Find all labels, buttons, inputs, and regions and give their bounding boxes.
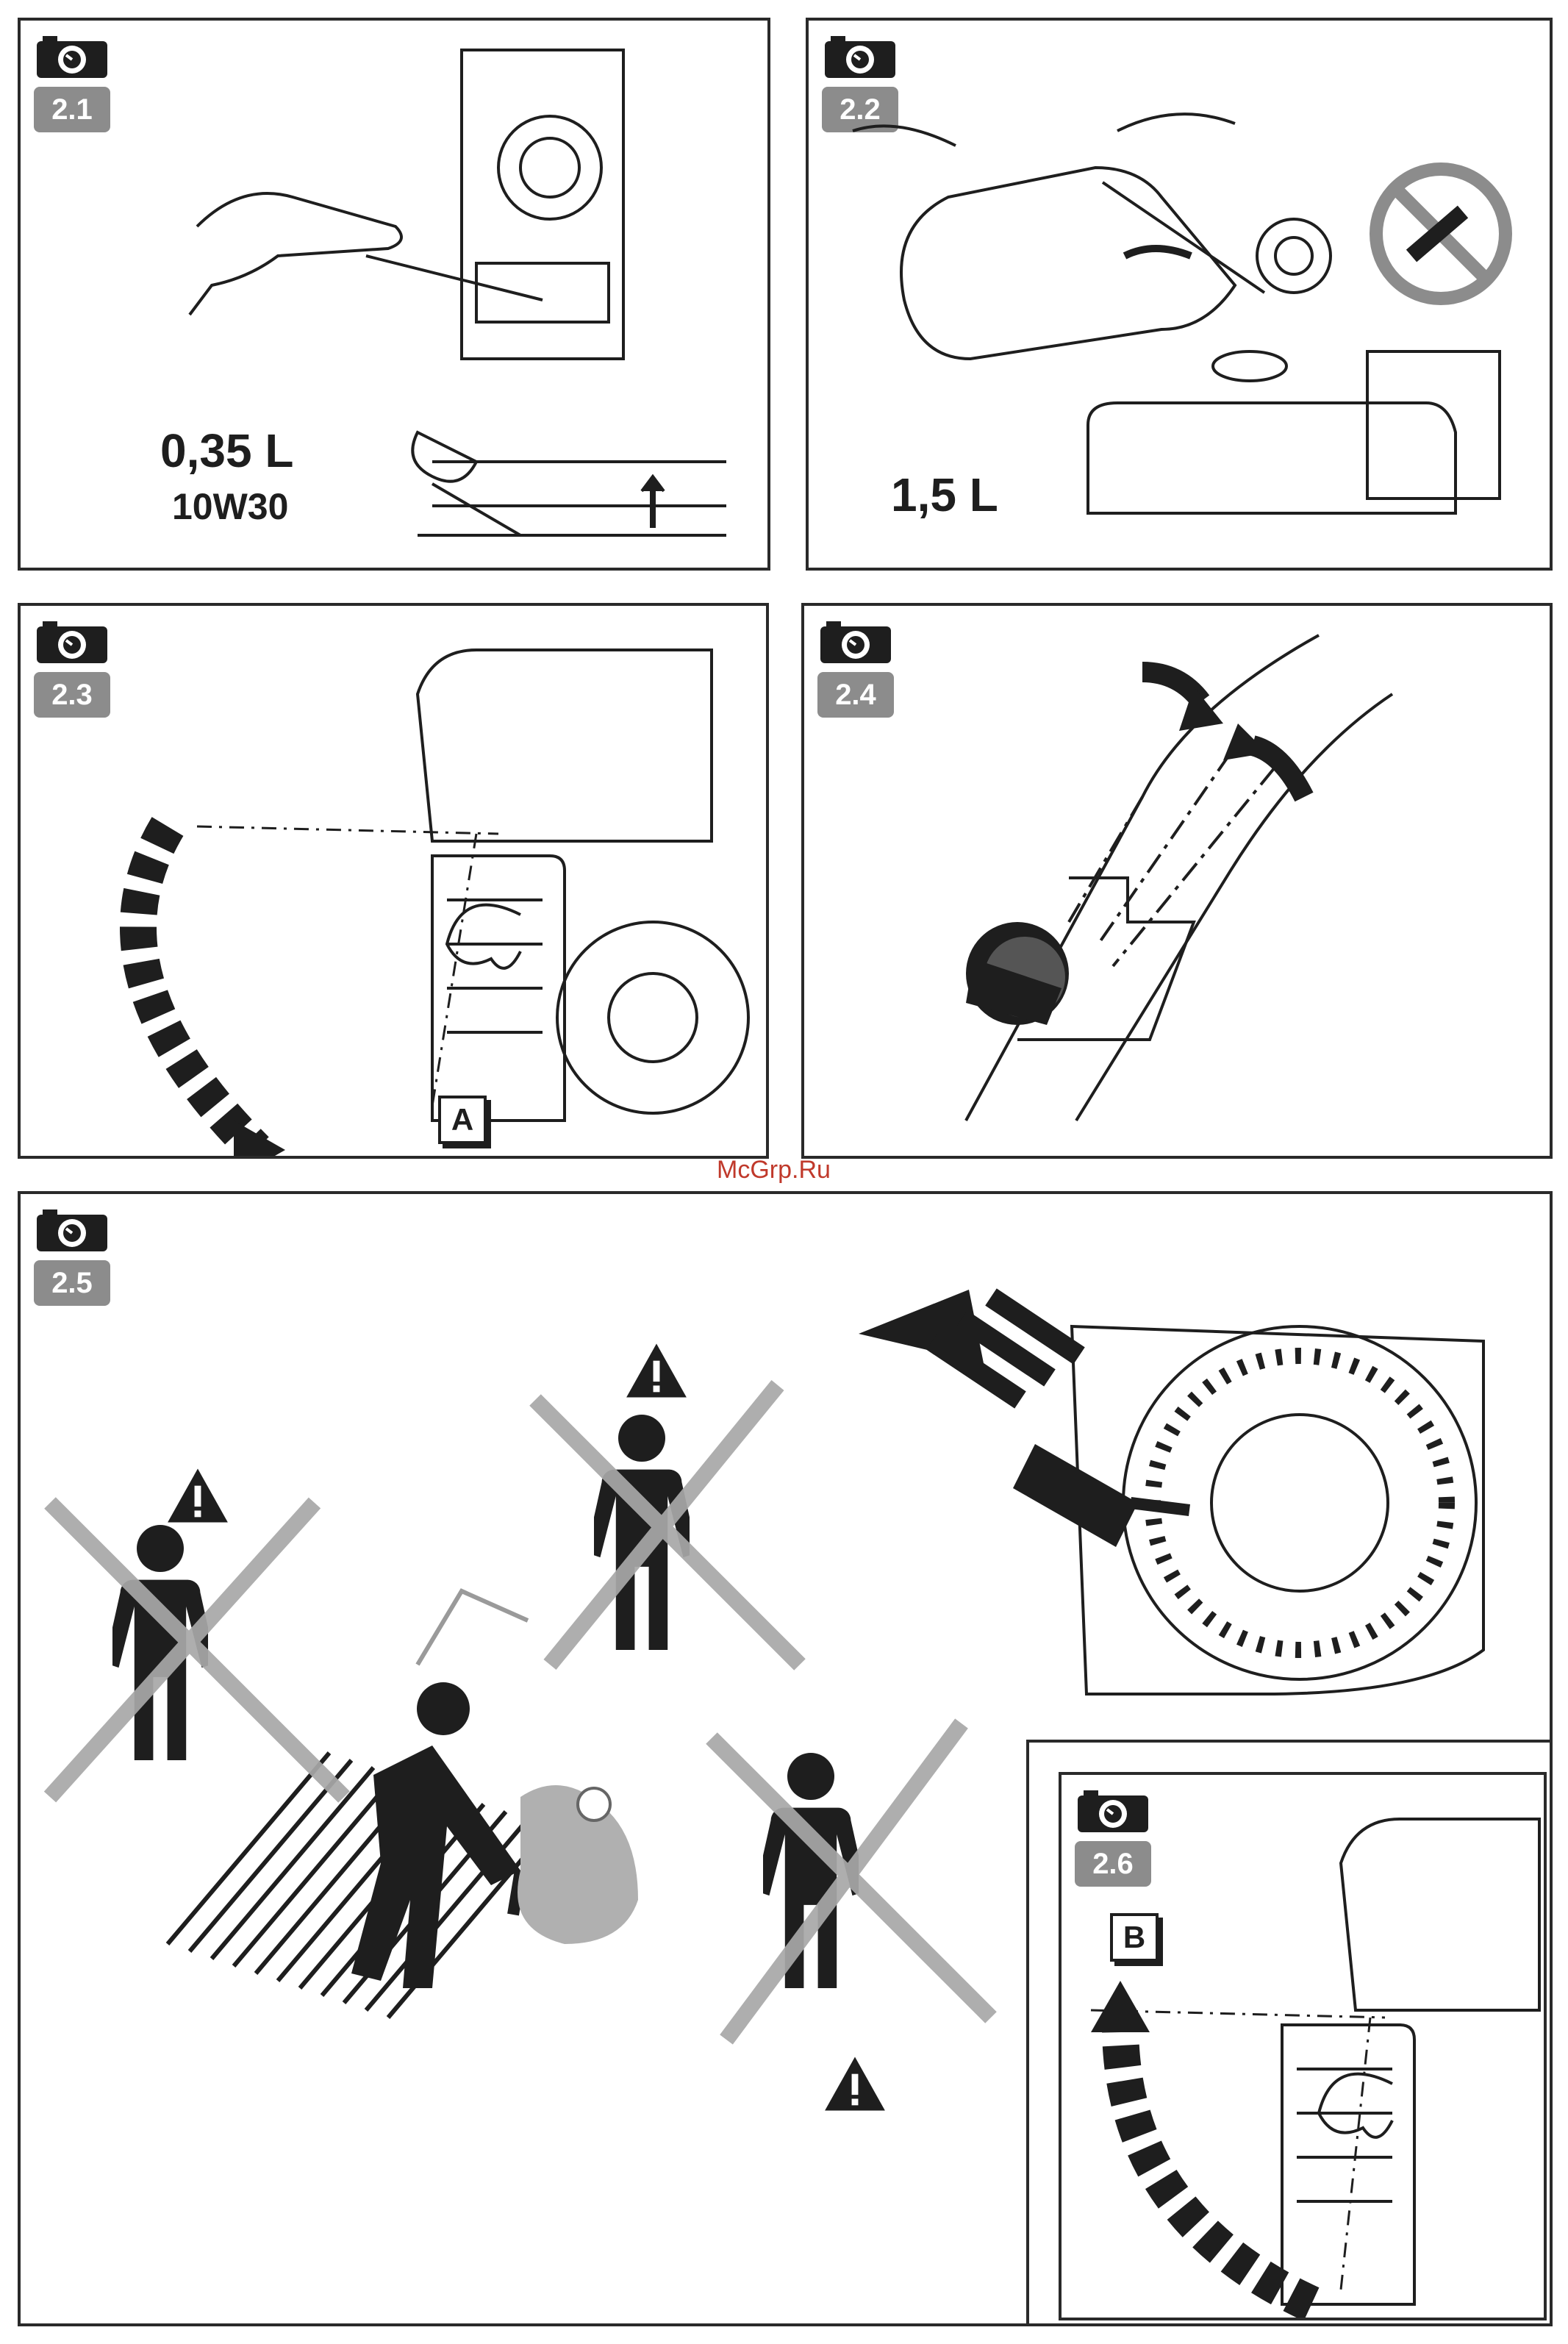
- panel-2-2: 2.2 1,5 L: [806, 18, 1553, 571]
- no-smoking-icon: [1376, 169, 1506, 299]
- oil-dipstick-illustration: [21, 21, 767, 568]
- bystander-right: [712, 1723, 991, 2040]
- panel-2-1: 2.1 0,35 L 10W30: [18, 18, 770, 571]
- warning-icon: [825, 2057, 885, 2111]
- fuel-volume-label: 1,5 L: [891, 468, 998, 522]
- bystander-top: [535, 1385, 800, 1665]
- position-label-b: B: [1110, 1913, 1159, 1962]
- warning-icon: [626, 1344, 687, 1398]
- throttle-lever-illustration: [804, 606, 1550, 1156]
- panel-2-3: 2.3 A: [18, 603, 769, 1159]
- panel-2-4: 2.4: [801, 603, 1553, 1159]
- oil-grade-label: 10W30: [172, 485, 288, 528]
- position-label-a: A: [438, 1096, 487, 1144]
- oil-volume-label: 0,35 L: [160, 424, 293, 478]
- panel-2-6-inner: 2.6 B: [1059, 1772, 1547, 2320]
- choke-close-illustration: [21, 606, 766, 1156]
- watermark: McGrp.Ru: [717, 1156, 831, 1184]
- warning-icon: [168, 1469, 228, 1523]
- bystander-left: [50, 1503, 344, 1797]
- panel-2-6: 2.6 B: [1026, 1740, 1553, 2326]
- choke-open-illustration: [1062, 1775, 1544, 2318]
